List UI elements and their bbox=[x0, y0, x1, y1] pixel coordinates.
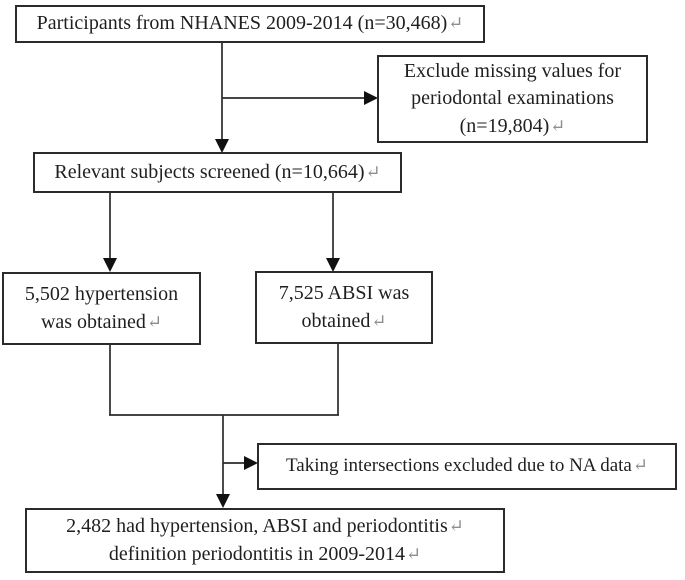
box-text: obtained bbox=[301, 309, 371, 332]
box-text-line: 2,482 had hypertension, ABSI and periodo… bbox=[66, 513, 464, 541]
return-mark: ↵ bbox=[371, 310, 387, 331]
box-text: (n=19,804) bbox=[459, 114, 550, 137]
arrowhead-right-intersections bbox=[244, 456, 258, 470]
box-text: 5,502 hypertension bbox=[24, 282, 179, 305]
box-text-line: Taking intersections excluded due to NA … bbox=[286, 453, 648, 479]
box-text: Participants from NHANES 2009-2014 (n=30… bbox=[36, 12, 448, 35]
return-mark: ↵ bbox=[406, 543, 422, 564]
box-text-line: was obtained↵ bbox=[41, 309, 162, 337]
arrowhead-down-absi bbox=[326, 258, 340, 272]
box-text-line: obtained↵ bbox=[302, 308, 387, 336]
box-text-line: Relevant subjects screened (n=10,664)↵ bbox=[54, 159, 380, 187]
box-text: periodontal examinations bbox=[411, 87, 614, 110]
box-text: 2,482 had hypertension, ABSI and periodo… bbox=[66, 514, 448, 537]
flow-box-hypertension-obtained: 5,502 hypertension was obtained↵ bbox=[2, 272, 201, 345]
box-text: Taking intersections excluded due to NA … bbox=[286, 455, 632, 477]
box-text: definition periodontitis in 2009-2014 bbox=[108, 542, 405, 565]
box-text-line: 7,525 ABSI was bbox=[279, 280, 410, 308]
arrowhead-right-exclude bbox=[364, 91, 378, 105]
box-text-line: Participants from NHANES 2009-2014 (n=30… bbox=[37, 10, 464, 38]
box-text: Exclude missing values for bbox=[403, 59, 622, 82]
box-text-line: periodontal examinations bbox=[411, 85, 614, 113]
return-mark: ↵ bbox=[448, 13, 464, 34]
return-mark: ↵ bbox=[632, 455, 648, 476]
return-mark: ↵ bbox=[550, 115, 566, 136]
return-mark: ↵ bbox=[365, 161, 381, 182]
box-text-line: 5,502 hypertension bbox=[25, 281, 178, 309]
arrowhead-down-screened bbox=[215, 139, 229, 153]
arrowhead-down-final bbox=[216, 494, 230, 508]
box-text: was obtained bbox=[40, 310, 146, 333]
box-text-line: definition periodontitis in 2009-2014↵ bbox=[109, 541, 421, 569]
box-text-line: Exclude missing values for bbox=[404, 58, 621, 86]
flow-box-subjects-screened: Relevant subjects screened (n=10,664)↵ bbox=[33, 152, 402, 193]
box-text: Relevant subjects screened (n=10,664) bbox=[54, 160, 365, 183]
flow-box-taking-intersections: Taking intersections excluded due to NA … bbox=[257, 443, 677, 490]
flow-box-absi-obtained: 7,525 ABSI was obtained↵ bbox=[255, 271, 433, 344]
box-text-line: (n=19,804)↵ bbox=[460, 113, 566, 141]
box-text: 7,525 ABSI was bbox=[278, 281, 410, 304]
return-mark: ↵ bbox=[146, 311, 163, 332]
flow-box-final-sample: 2,482 had hypertension, ABSI and periodo… bbox=[25, 508, 505, 573]
return-mark: ↵ bbox=[448, 515, 464, 536]
flow-box-exclude-missing: Exclude missing values for periodontal ex… bbox=[377, 55, 648, 143]
arrowhead-down-hypertension bbox=[103, 258, 117, 272]
flow-box-participants: Participants from NHANES 2009-2014 (n=30… bbox=[15, 5, 485, 43]
